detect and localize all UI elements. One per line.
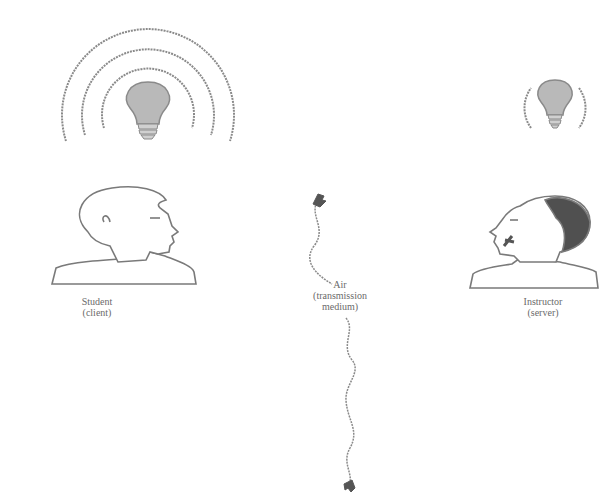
ray-arc — [102, 69, 194, 128]
figure-label: Air (transmission medium) — [309, 279, 371, 312]
light-rays — [62, 29, 586, 141]
head — [80, 187, 178, 262]
cable — [346, 318, 355, 482]
light-bulb — [127, 82, 170, 139]
ray-arc — [579, 88, 586, 128]
ear — [103, 216, 110, 222]
bulb-glass — [127, 82, 170, 124]
head — [490, 196, 590, 262]
figure-label: Student (client) — [67, 296, 127, 318]
hair — [545, 198, 590, 252]
transmission-cable — [310, 194, 355, 492]
bulb-base — [138, 124, 158, 139]
bulb-glass — [538, 80, 572, 115]
student-figure — [52, 187, 196, 284]
eye — [510, 219, 518, 221]
ray-arc — [524, 88, 531, 128]
eye — [150, 217, 160, 219]
mustache — [504, 236, 514, 246]
bulb-base — [548, 115, 562, 128]
ray-arc — [82, 49, 214, 135]
cable-plug — [313, 194, 326, 207]
cable-plug — [344, 480, 355, 492]
figure-label: Instructor (server) — [513, 296, 573, 318]
ray-arc — [62, 29, 234, 141]
cable — [310, 200, 332, 284]
light-bulb — [538, 80, 572, 128]
instructor-figure — [470, 196, 598, 288]
